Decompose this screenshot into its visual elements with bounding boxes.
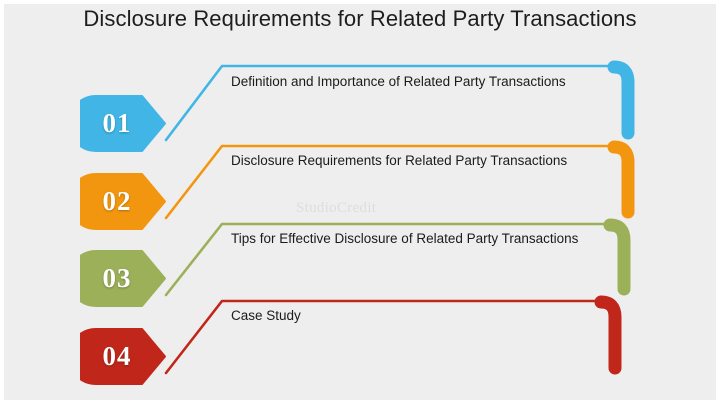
step-text: Tips for Effective Disclosure of Related…: [231, 231, 579, 246]
step-badge-04[interactable]: 04: [80, 328, 166, 385]
badge-hexagon-shape: [80, 95, 166, 152]
page-title: Disclosure Requirements for Related Part…: [83, 6, 637, 31]
step-badge-02[interactable]: 02: [80, 173, 166, 230]
step-text: Definition and Importance of Related Par…: [231, 74, 566, 89]
badge-hexagon-shape: [80, 250, 166, 307]
step-row: 03 Tips for Effective Disclosure of Relat…: [0, 0, 720, 307]
badge-hexagon-shape: [80, 328, 166, 385]
step-badge-03[interactable]: 03: [80, 250, 166, 307]
step-badge-01[interactable]: 01: [80, 95, 166, 152]
step-row: 04 Case Study: [0, 0, 720, 385]
badge-number-label: 04: [102, 341, 132, 371]
step-text: Disclosure Requirements for Related Part…: [231, 153, 568, 168]
badge-number-label: 01: [102, 108, 132, 138]
step-row: 02 Disclosure Requirements for Related Pa…: [0, 0, 720, 230]
badge-number-label: 03: [102, 263, 132, 293]
watermark-text: StudioCredit: [296, 200, 377, 216]
badge-number-label: 02: [102, 186, 132, 216]
step-row: 01 Definition and Importance of Related P…: [0, 0, 720, 152]
badge-hexagon-shape: [80, 173, 166, 230]
step-text: Case Study: [231, 308, 301, 323]
